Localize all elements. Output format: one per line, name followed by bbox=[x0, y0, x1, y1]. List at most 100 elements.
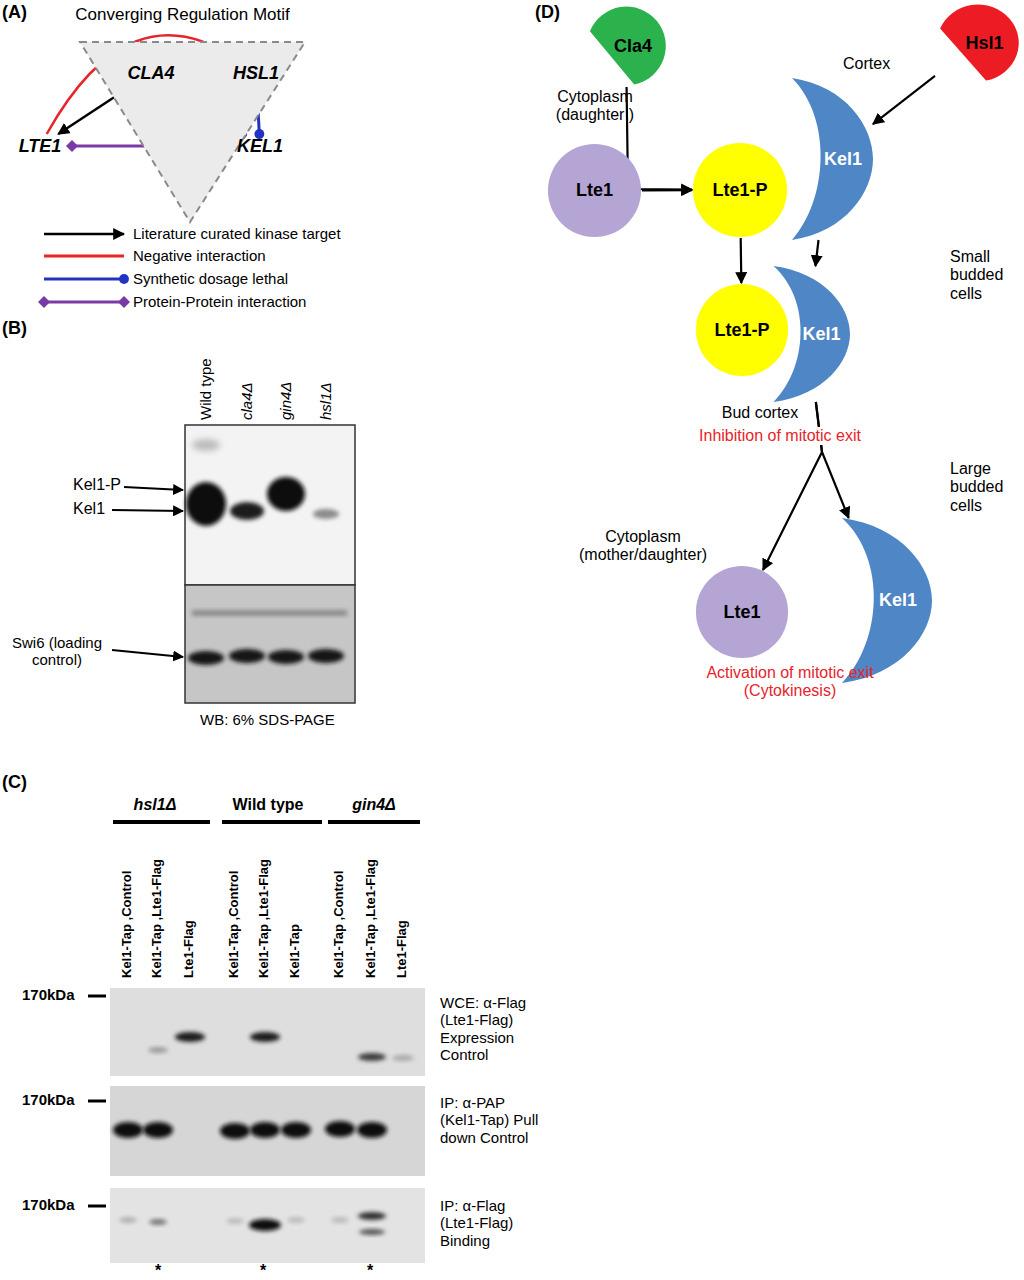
node-text: Kel1 bbox=[824, 149, 862, 170]
asterisk: * bbox=[260, 1262, 266, 1280]
lane-label: Kel1-Tap ,Lte1-Flag bbox=[364, 859, 379, 978]
blot-band bbox=[358, 1212, 386, 1220]
blot-band bbox=[186, 482, 226, 526]
legend-line bbox=[44, 301, 124, 304]
blot-band bbox=[331, 1217, 349, 1223]
half-disk bbox=[590, 7, 666, 85]
dashed-triangle bbox=[80, 42, 305, 222]
node-text: HSL1 bbox=[233, 63, 279, 84]
blot-band bbox=[357, 1122, 387, 1138]
blot-annotation: IP: α-PAP (Kel1-Tap) Pull down Control bbox=[440, 1094, 540, 1146]
size-tick bbox=[88, 1100, 106, 1103]
blot-band bbox=[119, 1217, 137, 1223]
legend-sample bbox=[36, 248, 132, 264]
blot-band bbox=[220, 1123, 250, 1139]
lane-label: Kel1-Tap ,Lte1-Flag bbox=[150, 859, 165, 978]
asterisk: * bbox=[367, 1262, 373, 1280]
band-label: Kel1 bbox=[73, 500, 105, 518]
blot-band bbox=[308, 649, 344, 663]
node-text: KEL1 bbox=[237, 136, 283, 157]
gene-label: CLA4 bbox=[119, 61, 183, 85]
legend-text: Literature curated kinase target bbox=[133, 225, 341, 242]
blot-band bbox=[281, 1122, 311, 1138]
legend-line bbox=[44, 278, 124, 281]
lane-label: Kel1-Tap bbox=[288, 924, 303, 978]
lane-label: Lte1-Flag bbox=[395, 920, 410, 978]
gene-label: KEL1 bbox=[228, 134, 292, 158]
blot-band bbox=[143, 1122, 173, 1138]
half-disk bbox=[940, 5, 1019, 81]
blot-annotation: IP: α-Flag (Lte1-Flag) Binding bbox=[440, 1197, 544, 1249]
blot-band bbox=[192, 439, 220, 451]
leader-arrow bbox=[112, 510, 183, 511]
leader-arrow bbox=[112, 650, 183, 657]
panel-letter: (D) bbox=[535, 2, 560, 23]
kinase-shape: Cla4 bbox=[585, 5, 667, 87]
cortex-crescent: Kel1 bbox=[783, 78, 873, 240]
legend-sample bbox=[36, 294, 132, 310]
crescent bbox=[842, 518, 932, 683]
blot-band bbox=[229, 649, 265, 663]
node-text: Cla4 bbox=[614, 36, 652, 57]
blot-band bbox=[268, 650, 304, 664]
node-text: Lte1-P bbox=[712, 180, 767, 201]
motif-triangle-outline bbox=[55, 5, 310, 227]
legend-text: Synthetic dosage lethal bbox=[133, 270, 288, 287]
node-text: CLA4 bbox=[127, 63, 174, 84]
blot-band bbox=[358, 1053, 386, 1061]
size-tick bbox=[88, 995, 106, 998]
size-marker: 170kDa bbox=[22, 1196, 75, 1213]
lane-label: Kel1-Tap ,Lte1-Flag bbox=[257, 859, 272, 978]
blot-annotation: WCE: α-Flag (Lte1-Flag) Expression Contr… bbox=[440, 994, 544, 1063]
lane-label: Kel1-Tap ,Control bbox=[120, 871, 135, 978]
western-blot-c bbox=[88, 822, 425, 1263]
outcome-label: Inhibition of mitotic exit bbox=[675, 427, 885, 445]
blot-band bbox=[175, 1032, 205, 1042]
circle-outline bbox=[693, 143, 787, 237]
circle-outline bbox=[548, 144, 641, 237]
blot-band bbox=[250, 1122, 280, 1138]
connector bbox=[642, 189, 692, 191]
circle-outline bbox=[696, 284, 788, 376]
node-text: Hsl1 bbox=[965, 33, 1003, 54]
protein-circle: Lte1-P bbox=[695, 283, 789, 377]
group-bar bbox=[113, 820, 210, 824]
lane-label: Kel1-Tap ,Control bbox=[332, 871, 347, 978]
blot-panel bbox=[110, 988, 425, 1076]
blot-band bbox=[313, 509, 339, 519]
protein-circle: Lte1-P bbox=[692, 142, 788, 238]
leader-arrow bbox=[124, 487, 183, 490]
size-tick bbox=[88, 1205, 106, 1208]
lane-label: Wild type bbox=[197, 358, 214, 420]
compartment-label: Bud cortex bbox=[715, 404, 805, 422]
size-marker: 170kDa bbox=[22, 1091, 75, 1108]
group-bar bbox=[222, 820, 322, 824]
blot-band bbox=[325, 1121, 355, 1137]
blot-panel bbox=[110, 1086, 425, 1176]
panel-letter: (A) bbox=[2, 2, 27, 23]
node-text: LTE1 bbox=[19, 136, 62, 157]
asterisk: * bbox=[155, 1262, 161, 1280]
kinase-shape: Hsl1 bbox=[935, 3, 1020, 83]
outcome-label: Activation of mitotic exit (Cytokinesis) bbox=[680, 664, 900, 701]
blot-band bbox=[188, 651, 224, 665]
legend-sample bbox=[36, 226, 132, 242]
blot-panel bbox=[185, 585, 355, 703]
node-text: Kel1 bbox=[802, 324, 840, 345]
lane-label: hsl1Δ bbox=[317, 382, 334, 420]
band-label: Swi6 (loading control) bbox=[2, 634, 112, 669]
band-label: Kel1-P bbox=[73, 476, 121, 494]
gene-label: LTE1 bbox=[8, 134, 72, 158]
legend-text: Protein-Protein interaction bbox=[133, 293, 306, 310]
circle-outline bbox=[696, 566, 788, 658]
protein-circle: Lte1 bbox=[547, 143, 642, 238]
cortex-crescent: Kel1 bbox=[832, 518, 932, 683]
lane-label: Kel1-Tap ,Control bbox=[227, 871, 242, 978]
lane-label: cla4Δ bbox=[238, 382, 255, 420]
cortex-crescent: Kel1 bbox=[765, 266, 850, 402]
blot-band bbox=[250, 1032, 280, 1042]
compartment-label: Cytoplasm (daughter ) bbox=[540, 88, 650, 125]
blot-panel bbox=[185, 425, 355, 585]
strain-label: hsl1Δ bbox=[120, 796, 190, 814]
